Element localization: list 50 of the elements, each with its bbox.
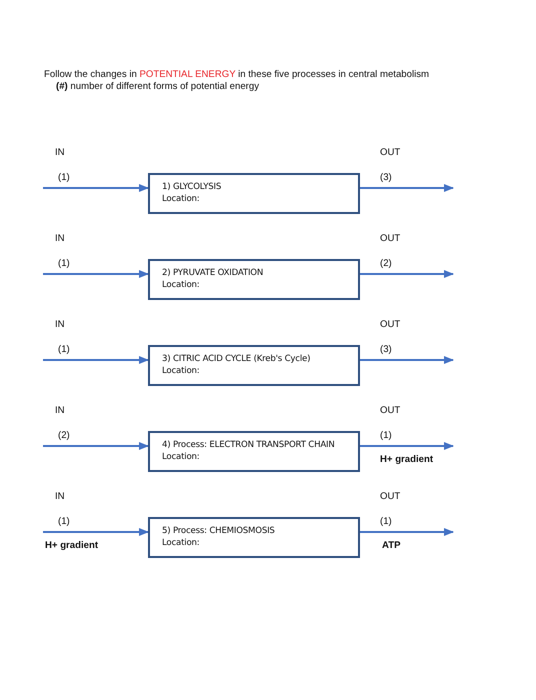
arrow — [360, 184, 454, 192]
process-box — [148, 431, 360, 472]
energy-count: (2) — [380, 258, 392, 269]
process-box — [148, 345, 360, 386]
direction-label: OUT — [380, 147, 400, 158]
arrow — [360, 528, 454, 536]
location-label: Location: — [162, 365, 200, 377]
energy-count: (3) — [380, 344, 392, 355]
energy-count: (2) — [58, 430, 70, 441]
process-name: 4) Process: ELECTRON TRANSPORT CHAIN — [162, 439, 336, 451]
direction-label: IN — [55, 233, 65, 244]
arrow — [43, 356, 149, 364]
direction-label: OUT — [380, 491, 400, 502]
direction-label: IN — [55, 147, 65, 158]
location-label: Location: — [162, 451, 200, 463]
location-label: Location: — [162, 279, 200, 291]
direction-label: OUT — [380, 319, 400, 330]
process-box — [148, 517, 360, 558]
arrow — [360, 270, 454, 278]
direction-label: IN — [55, 405, 65, 416]
energy-count: (1) — [58, 516, 70, 527]
caption: (#) number of different forms of potential energy — [56, 81, 260, 92]
energy-form-label: H+ gradient — [45, 540, 98, 551]
process-box — [148, 259, 360, 300]
direction-label: IN — [55, 491, 65, 502]
arrow — [360, 356, 454, 364]
location-label: Location: — [162, 193, 200, 205]
energy-count: (3) — [380, 172, 392, 183]
energy-count: (1) — [58, 344, 70, 355]
energy-count: (1) — [58, 258, 70, 269]
process-name: 2) PYRUVATE OXIDATION — [162, 267, 264, 279]
title: Follow the changes in POTENTIAL ENERGY in these five processes in central metabolism — [44, 69, 429, 80]
arrow — [43, 184, 149, 192]
process-name: 1) GLYCOLYSIS — [162, 181, 222, 193]
direction-label: OUT — [380, 405, 400, 416]
direction-label: OUT — [380, 233, 400, 244]
energy-count: (1) — [380, 430, 392, 441]
process-box — [148, 173, 360, 214]
arrow — [43, 270, 149, 278]
direction-label: IN — [55, 319, 65, 330]
arrow — [360, 442, 454, 450]
energy-form-label: H+ gradient — [380, 454, 434, 465]
arrow — [43, 528, 149, 536]
energy-form-label: ATP — [382, 540, 400, 551]
process-name: 5) Process: CHEMIOSMOSIS — [162, 525, 276, 537]
process-name: 3) CITRIC ACID CYCLE (Kreb's Cycle) — [162, 353, 312, 365]
energy-count: (1) — [58, 172, 70, 183]
energy-count: (1) — [380, 516, 392, 527]
location-label: Location: — [162, 537, 200, 549]
arrow — [43, 442, 149, 450]
